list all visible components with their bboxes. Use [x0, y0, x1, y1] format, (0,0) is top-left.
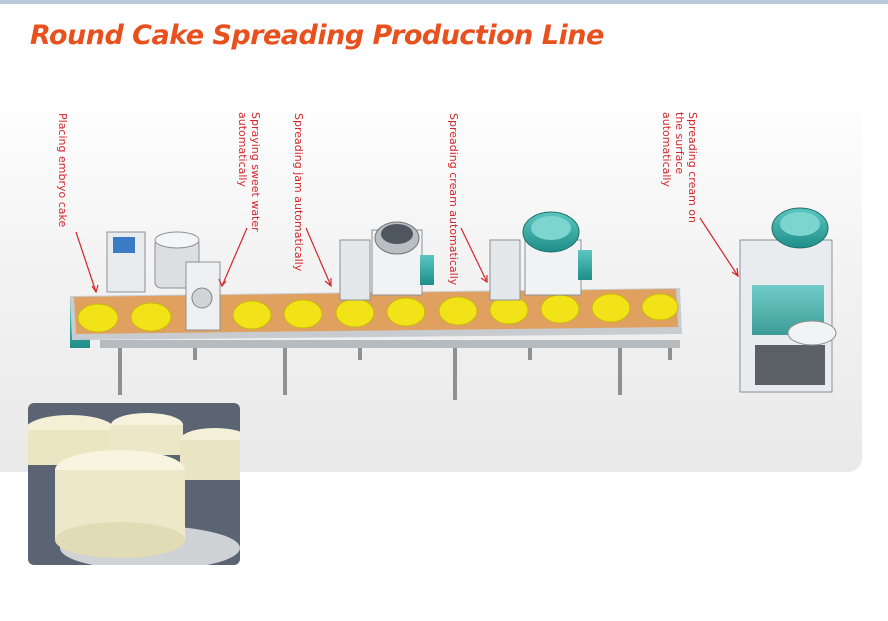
- conveyor-legs: [118, 340, 672, 400]
- conveyor-belt: [74, 289, 678, 334]
- cake-photo: [28, 403, 240, 565]
- top-border: [0, 0, 888, 4]
- callout-arrows: [75, 217, 739, 294]
- turntable: [787, 320, 837, 346]
- label-placing-embryo-cake: Placing embryo cake: [56, 113, 69, 228]
- label-spreading-jam: Spreading jam automatically: [292, 113, 305, 272]
- cake-discs: [77, 293, 679, 333]
- conveyor-base: [100, 340, 680, 348]
- control-screen: [113, 237, 135, 253]
- label-spreading-cream-surface: Spreading cream on the surface automatic…: [660, 112, 699, 223]
- label-spreading-cream: Spreading cream automatically: [447, 113, 460, 286]
- cream-station: [489, 239, 521, 301]
- jam-station: [339, 239, 371, 301]
- label-spraying-sweet-water: Spraying sweet water automatically: [236, 112, 262, 232]
- page-title: Round Cake Spreading Production Line: [30, 20, 604, 51]
